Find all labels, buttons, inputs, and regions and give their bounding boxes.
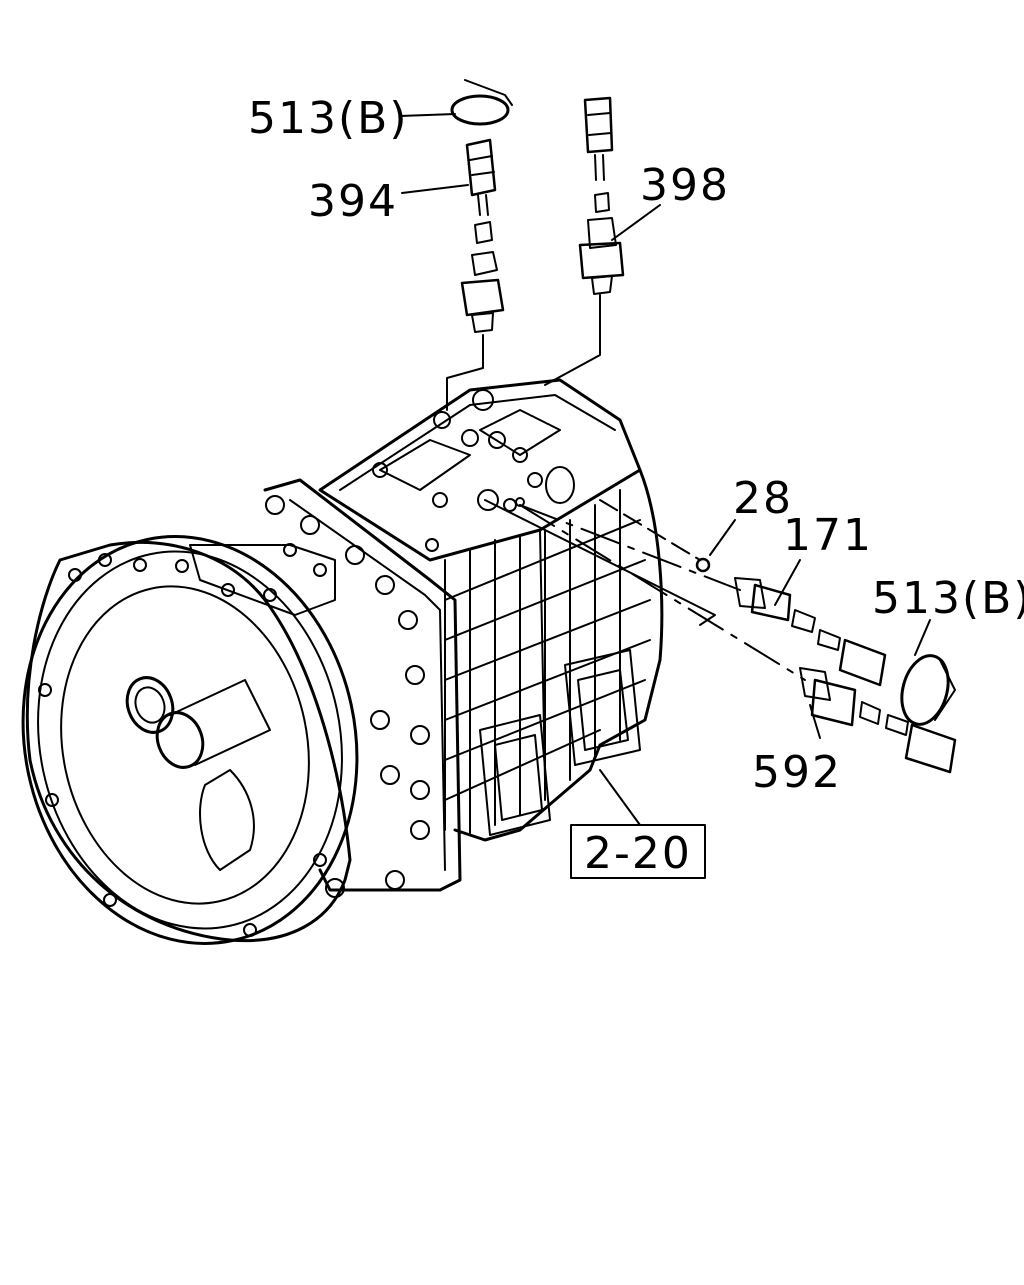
label-394: 394 — [308, 176, 398, 227]
sensor-592 — [799, 667, 957, 774]
label-28: 28 — [733, 473, 793, 524]
leader-lines — [399, 113, 931, 826]
flange-bolt-holes — [265, 495, 430, 898]
input-shaft — [125, 676, 271, 871]
reference-box: 2-20 — [570, 824, 706, 879]
top-face-details — [372, 389, 575, 552]
label-ref-2-20: 2-20 — [584, 828, 692, 879]
clamp-513b-top — [450, 79, 513, 126]
part-labels: 513(B) 394 398 28 171 513(B) 592 — [248, 93, 1024, 798]
pto-covers — [479, 649, 641, 836]
label-513b-top: 513(B) — [248, 93, 409, 144]
label-171: 171 — [783, 510, 873, 561]
label-592: 592 — [752, 747, 842, 798]
oring-28 — [695, 557, 711, 573]
clamp-513b-right — [900, 654, 956, 726]
bell-bolt-holes — [38, 553, 327, 937]
label-398: 398 — [640, 160, 730, 211]
sensor-394 — [460, 138, 505, 333]
label-513b-right: 513(B) — [872, 573, 1024, 624]
transmission-housing — [21, 378, 664, 945]
case-ribs — [444, 489, 651, 836]
sensor-398 — [578, 96, 625, 295]
sensor-171 — [734, 577, 887, 687]
